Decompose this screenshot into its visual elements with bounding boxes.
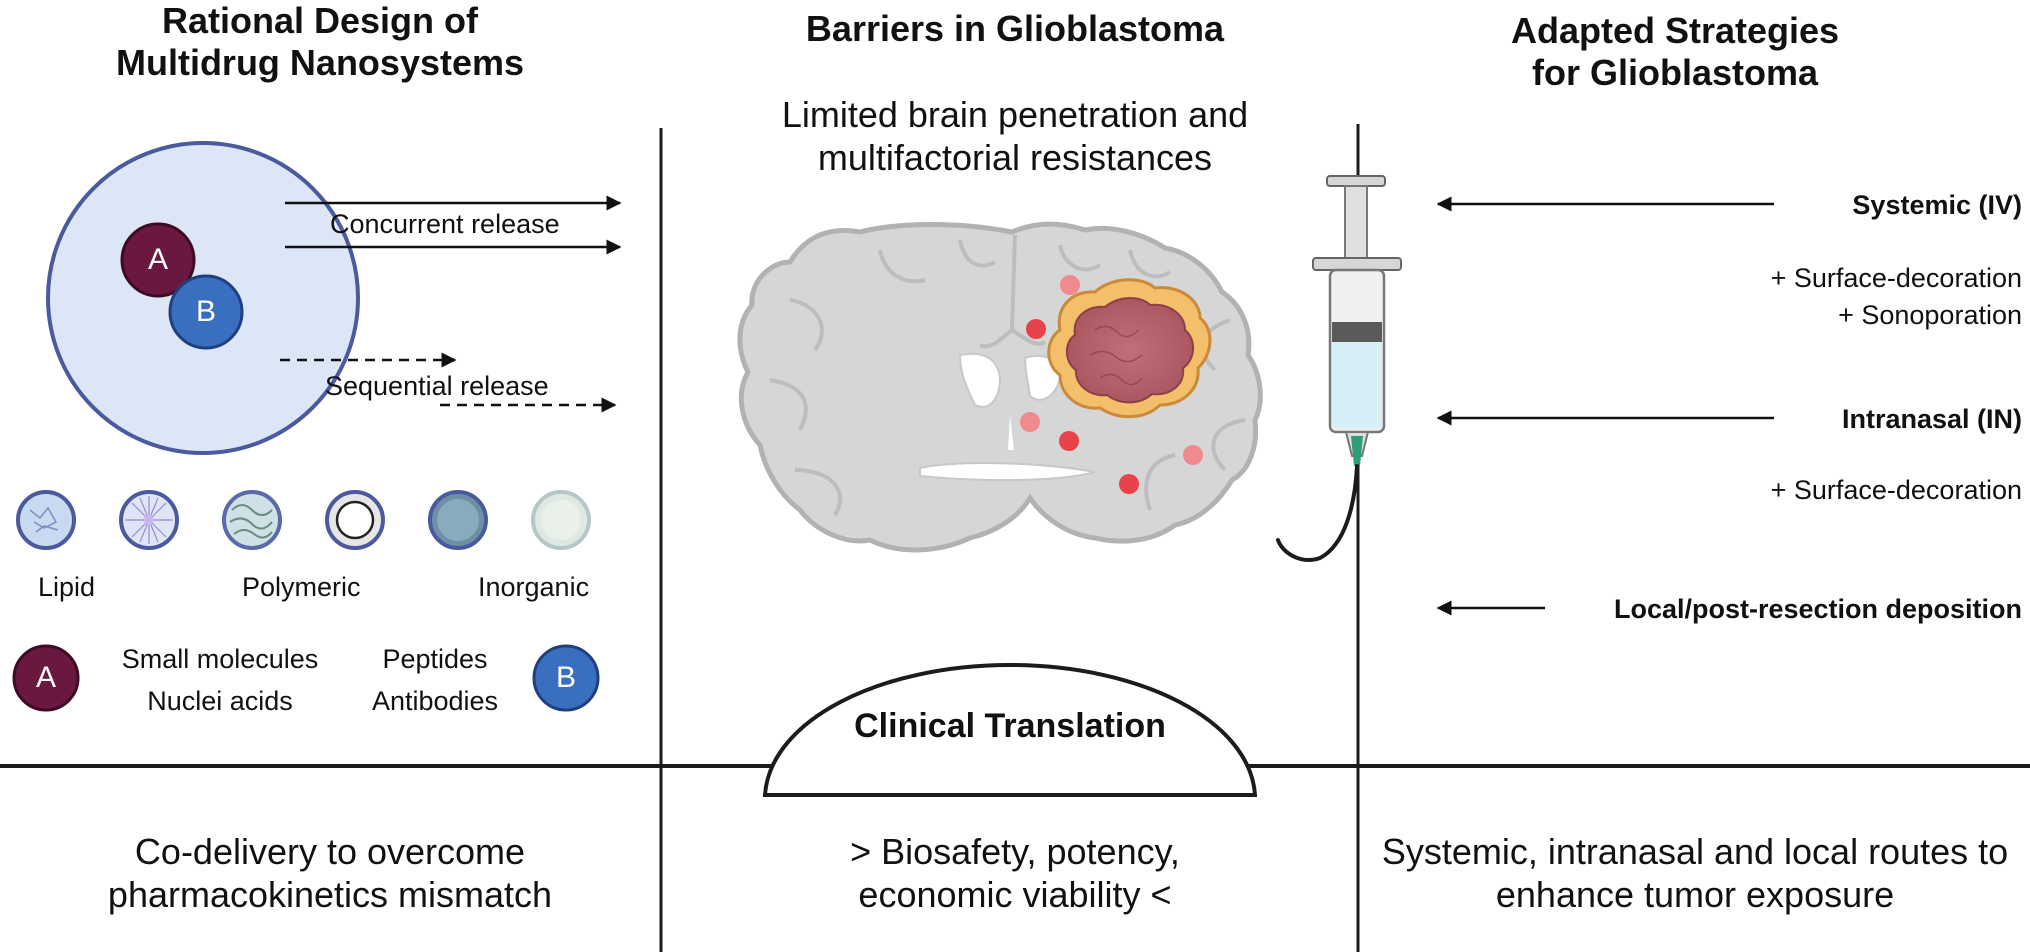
lesion-4 xyxy=(1059,431,1079,451)
middle-subtitle-line1: Limited brain penetration and xyxy=(781,94,1249,135)
middle-bottom-summary: > Biosafety, potency, economic viability… xyxy=(700,830,1330,916)
drug-b-examples: Peptides Antibodies xyxy=(350,643,520,717)
right-summary-line1: Systemic, intranasal and local routes to xyxy=(1381,831,2009,872)
dendrimer-icon xyxy=(325,490,385,550)
liposome-icon xyxy=(16,490,76,550)
lesion-1 xyxy=(1060,275,1080,295)
left-bottom-summary: Co-delivery to overcome pharmacokinetics… xyxy=(20,830,640,916)
right-title-line2: for Glioblastoma xyxy=(1531,52,1819,93)
lesion-6 xyxy=(1183,445,1203,465)
intranasal-note-surface: + Surface-decoration xyxy=(1770,475,2022,505)
nuclei-acids-label: Nuclei acids xyxy=(147,686,293,716)
lesion-2 xyxy=(1026,319,1046,339)
drug-b-label: B xyxy=(195,295,216,328)
lipid-label: Lipid xyxy=(38,572,96,602)
polymeric-label: Polymeric xyxy=(242,572,361,602)
middle-summary-line2: economic viability < xyxy=(858,874,1172,915)
left-summary-line2: pharmacokinetics mismatch xyxy=(107,874,553,915)
local-deposition-label: Local/post-resection deposition xyxy=(1613,594,2022,624)
systemic-note-sonoporation: + Sonoporation xyxy=(1838,300,2022,330)
polymer-nanoparticle-icon xyxy=(222,490,282,550)
systemic-note-surface: + Surface-decoration xyxy=(1770,263,2022,293)
lesion-5 xyxy=(1119,474,1139,494)
drug-a-label: A xyxy=(147,243,168,276)
drug-a-examples: Small molecules Nuclei acids xyxy=(100,643,340,717)
left-panel-title: Rational Design of Multidrug Nanosystems xyxy=(40,0,600,84)
peptides-label: Peptides xyxy=(382,644,488,674)
clinical-translation-dome xyxy=(762,662,1258,797)
legend-drug-b-label: B xyxy=(555,661,576,694)
intranasal-route-label: Intranasal (IN) xyxy=(1841,404,2022,434)
tumor-icon xyxy=(1047,278,1212,419)
syringe-icon xyxy=(1276,175,1402,562)
legend-drug-a-circle xyxy=(12,644,80,712)
gold-nanoparticle-icon xyxy=(531,490,591,550)
middle-summary-line1: > Biosafety, potency, xyxy=(850,831,1180,872)
inorganic-nanoparticle-icon xyxy=(428,490,488,550)
drug-a-circle xyxy=(120,222,196,298)
micelle-icon xyxy=(119,490,179,550)
left-title-line1: Rational Design of xyxy=(161,0,479,41)
right-title-line1: Adapted Strategies xyxy=(1510,10,1840,51)
left-title-line2: Multidrug Nanosystems xyxy=(115,42,525,83)
right-summary-line2: enhance tumor exposure xyxy=(1495,874,1895,915)
left-summary-line1: Co-delivery to overcome xyxy=(134,831,526,872)
middle-subtitle: Limited brain penetration and multifacto… xyxy=(700,93,1330,179)
drug-b-circle xyxy=(168,274,244,350)
concurrent-release-label: Concurrent release xyxy=(330,209,560,239)
antibodies-label: Antibodies xyxy=(371,686,499,716)
legend-drug-a-label: A xyxy=(35,661,56,694)
lesion-3 xyxy=(1020,412,1040,432)
clinical-translation-label: Clinical Translation xyxy=(854,707,1166,745)
small-molecules-label: Small molecules xyxy=(121,644,319,674)
middle-subtitle-line2: multifactorial resistances xyxy=(817,137,1213,178)
systemic-route-label: Systemic (IV) xyxy=(1852,190,2022,220)
right-bottom-summary: Systemic, intranasal and local routes to… xyxy=(1365,830,2025,916)
middle-panel-title: Barriers in Glioblastoma xyxy=(805,8,1225,49)
right-panel-title: Adapted Strategies for Glioblastoma xyxy=(1440,10,1910,94)
inorganic-label: Inorganic xyxy=(478,572,590,602)
legend-drug-b-circle xyxy=(532,644,600,712)
sequential-release-label: Sequential release xyxy=(325,371,549,401)
